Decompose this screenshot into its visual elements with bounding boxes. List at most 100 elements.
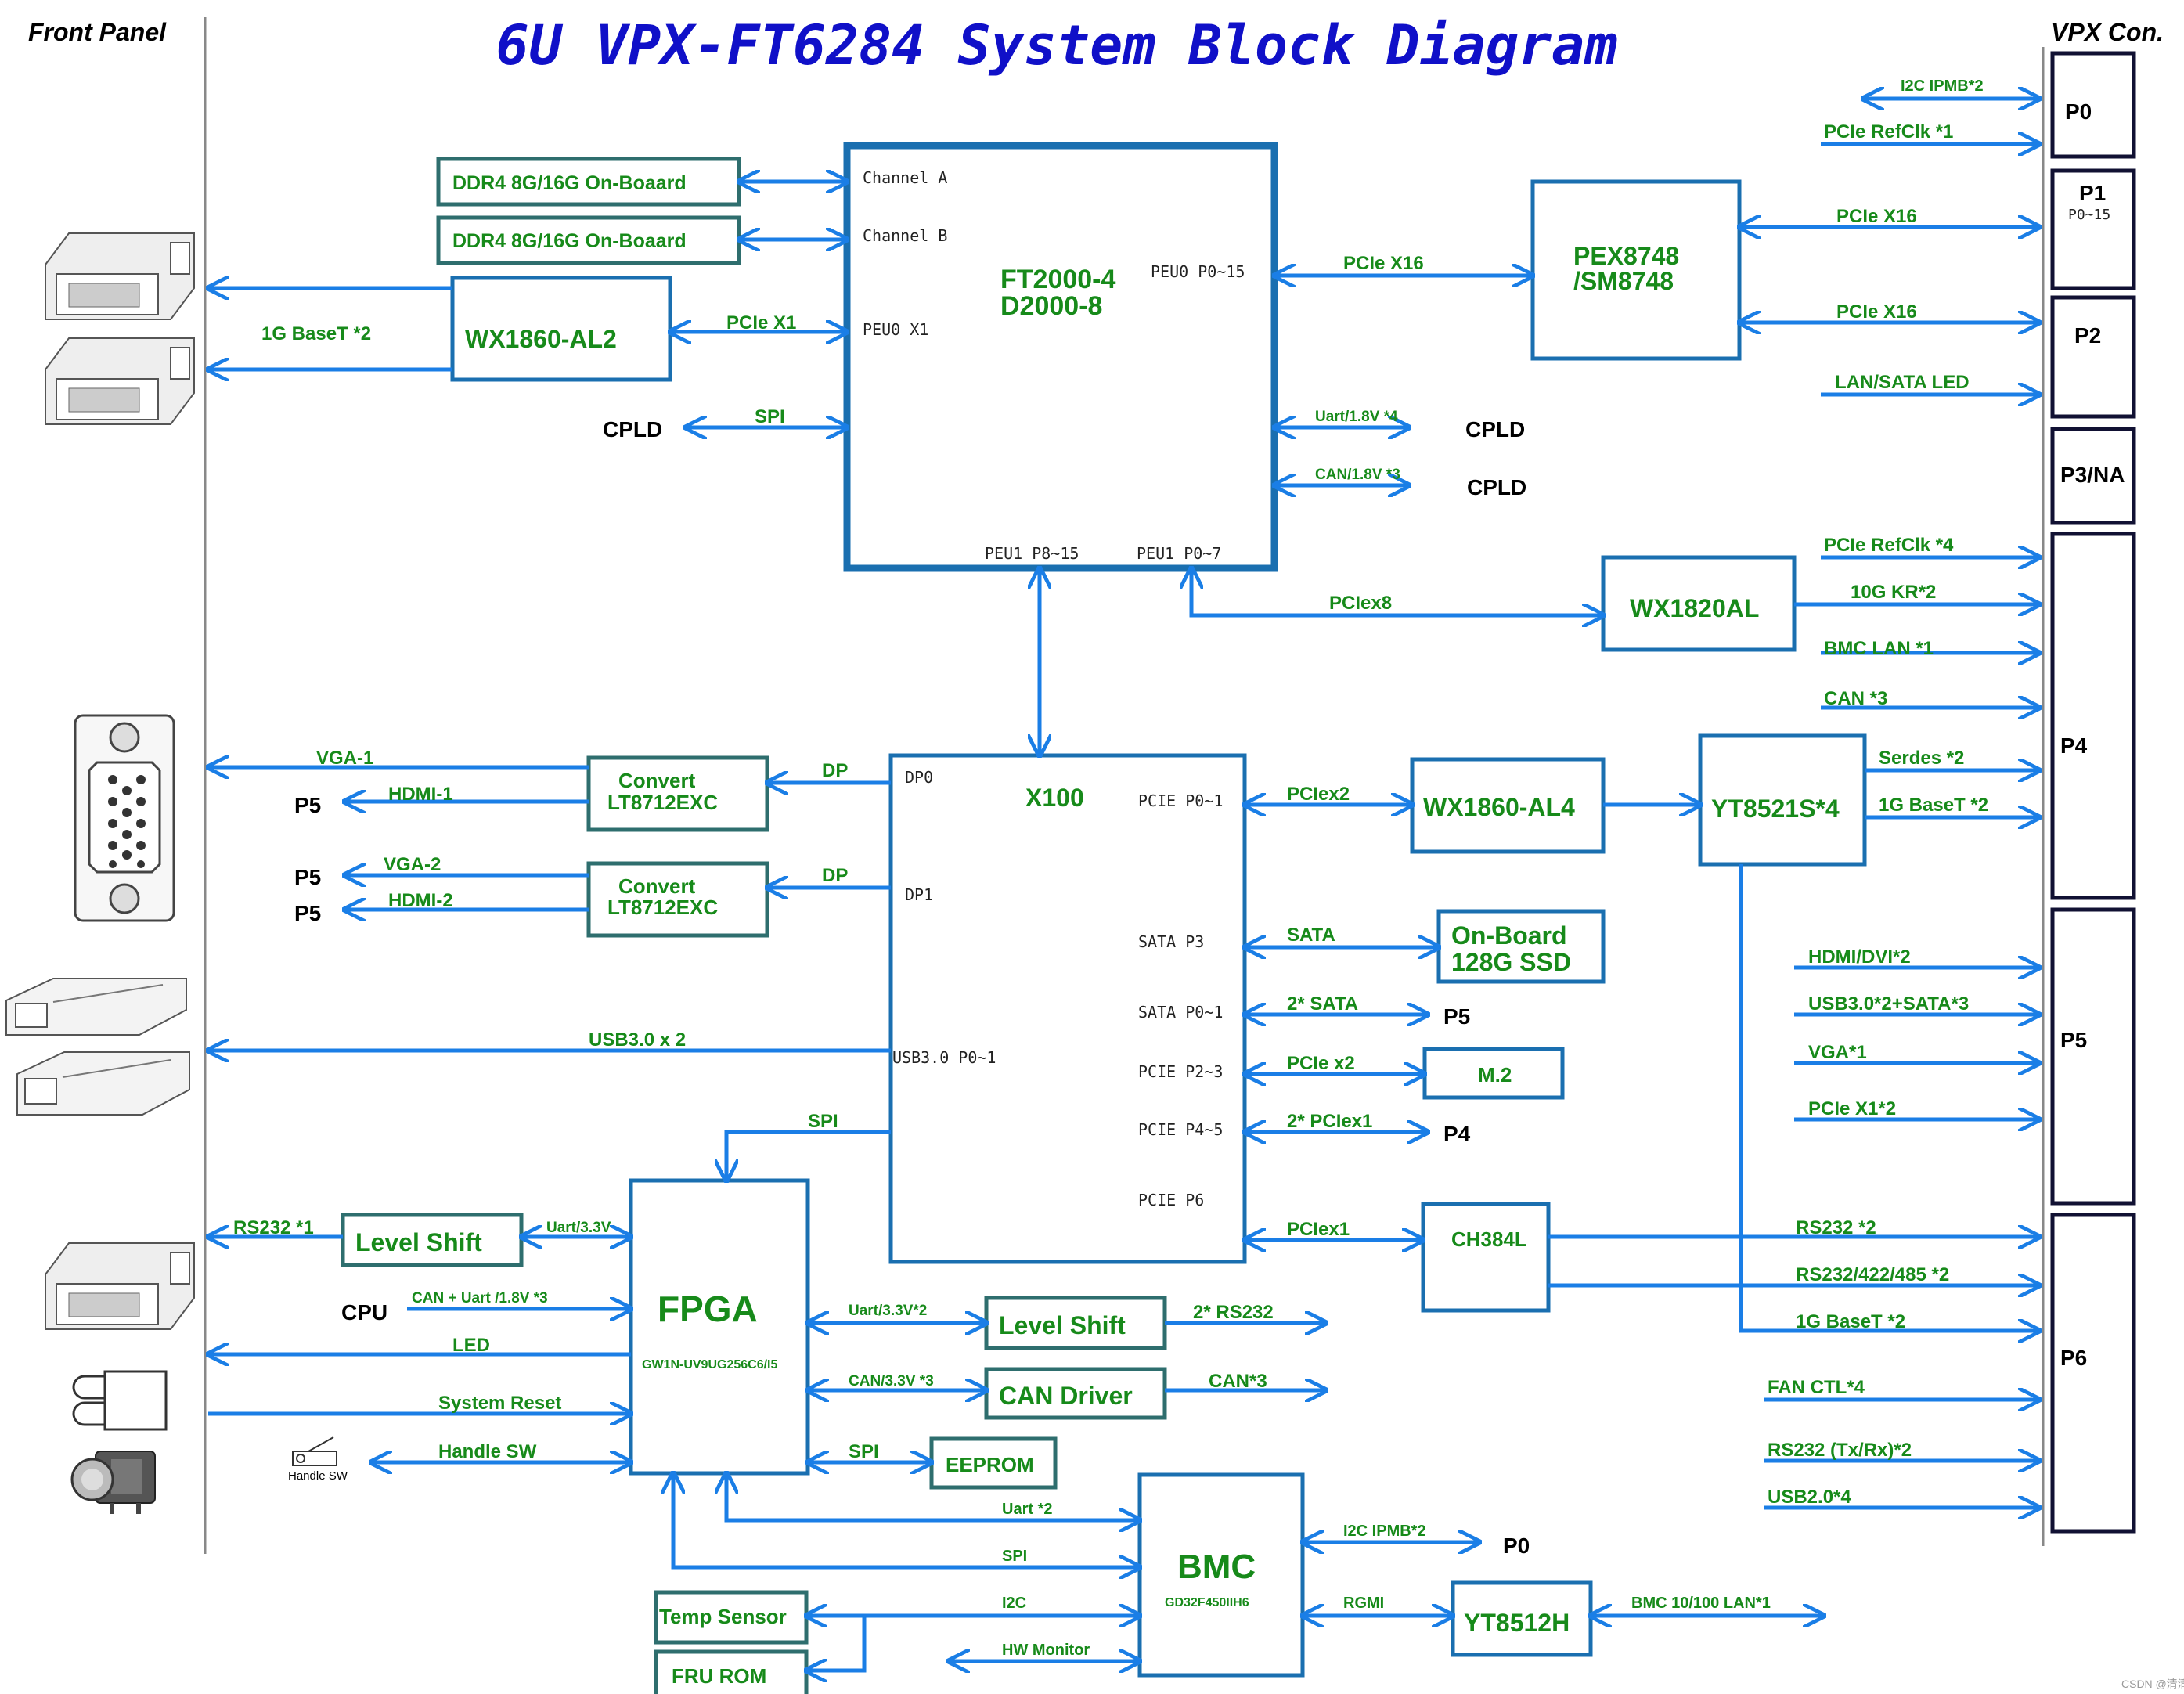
label-spi-bmc: SPI [1002, 1548, 1027, 1565]
cpu-port-channel-a: Channel A [863, 168, 947, 187]
label-sysreset: System Reset [438, 1393, 561, 1414]
label-basetx2-p6: 1G BaseT *2 [1796, 1311, 1905, 1332]
label-pcie-x1: PCIe X1 [726, 312, 796, 333]
x100-port-pcie6: PCIE P6 [1138, 1191, 1204, 1209]
label-basetx2-l: 1G BaseT *2 [261, 323, 371, 344]
x100-port-dp0: DP0 [905, 768, 933, 787]
x100-port-usb: USB3.0 P0~1 [892, 1048, 996, 1067]
label-usbsata: USB3.0*2+SATA*3 [1808, 993, 1969, 1015]
x100-port-pcie23: PCIE P2~3 [1138, 1062, 1223, 1081]
label-pciex8: PCIex8 [1329, 593, 1392, 614]
connector-p1-sublabel: P0~15 [2068, 207, 2110, 223]
cpu-port-channel-b: Channel B [863, 226, 947, 245]
sfp-cage-icon-2 [16, 1051, 190, 1116]
ssd-label: On-Board [1451, 921, 1567, 950]
connector-p5 [2050, 907, 2136, 1206]
arrow-1g-p6 [1739, 864, 2039, 1331]
label-spi-x100: SPI [808, 1111, 838, 1132]
label-p0: P0 [1503, 1534, 1530, 1558]
label-pcie-x1-2: PCIe X1*2 [1808, 1098, 1896, 1119]
label-rs232-1: RS232 *1 [233, 1217, 314, 1238]
label-serdes2: Serdes *2 [1879, 748, 1964, 769]
label-sata: SATA [1287, 924, 1335, 946]
label-pciex2: PCIex2 [1287, 784, 1350, 805]
cpu-name: FT2000-4 [1000, 265, 1115, 294]
reset-button-icon [70, 1451, 156, 1514]
label-kr2: 10G KR*2 [1851, 582, 1936, 603]
connector-p6-label: P6 [2060, 1346, 2087, 1370]
label-vga1: VGA-1 [316, 748, 373, 769]
label-vga2: VGA-2 [384, 854, 441, 875]
wx1820al-label: WX1820AL [1630, 594, 1759, 622]
ddr4-label-1: DDR4 8G/16G On-Boaard [452, 172, 687, 194]
connector-p0 [2050, 51, 2136, 159]
label-vga-1: VGA*1 [1808, 1042, 1867, 1063]
label-hdmidvi2: HDMI/DVI*2 [1808, 946, 1911, 968]
rj45-port-icon-3 [45, 1242, 195, 1330]
rj45-port-icon-2 [45, 337, 195, 425]
label-rs232-2: RS232 *2 [1796, 1217, 1876, 1238]
ch384l-block [1421, 1202, 1551, 1313]
label-pcie-x16-a: PCIe X16 [1836, 206, 1917, 227]
connector-p3-label: P3/NA [2060, 463, 2125, 487]
label-bmc-lan: BMC 10/100 LAN*1 [1631, 1595, 1771, 1612]
label-pcie-x16-b: PCIe X16 [1343, 253, 1424, 274]
cpu-port-peu1-b: PEU1 P0~7 [1137, 544, 1221, 563]
pex8748-label: PEX8748 [1573, 242, 1679, 270]
can-driver-label: CAN Driver [999, 1382, 1133, 1410]
label-uart33: Uart/3.3V [546, 1220, 611, 1236]
arrow-cpu-wx1820 [1191, 568, 1603, 615]
label-uart18: Uart/1.8V *4 [1315, 409, 1398, 425]
bmc-part: GD32F450IIH6 [1165, 1596, 1249, 1609]
label-fanctl: FAN CTL*4 [1768, 1377, 1865, 1398]
label-led: LED [452, 1335, 490, 1356]
label-sata2: 2* SATA [1287, 993, 1358, 1015]
label-bmclan1: BMC LAN *1 [1824, 638, 1934, 659]
x100-port-pcie01: PCIE P0~1 [1138, 791, 1223, 810]
label-can-uart: CAN + Uart /1.8V *3 [412, 1290, 548, 1307]
label-spi-cpld: SPI [755, 406, 785, 427]
convert-2-part: LT8712EXC [607, 896, 718, 919]
label-can3: CAN *3 [1824, 688, 1887, 709]
wx1860-al4-label: WX1860-AL4 [1423, 793, 1575, 821]
connection-arrows [208, 99, 2039, 1671]
connector-p2 [2050, 295, 2136, 419]
front-panel-label: Front Panel [28, 18, 167, 46]
vga-connector-icon [74, 714, 175, 922]
label-dp-a: DP [822, 760, 848, 781]
sfp-cage-icon-1 [5, 978, 187, 1036]
bmc-name: BMC [1177, 1548, 1256, 1586]
diagram-title: 6U VPX-FT6284 System Block Diagram [496, 13, 1618, 77]
wx1860-al2-label: WX1860-AL2 [465, 325, 617, 353]
label-usb3x2: USB3.0 x 2 [589, 1029, 686, 1051]
connector-p1-label: P1 [2079, 181, 2106, 205]
ddr4-label-2: DDR4 8G/16G On-Boaard [452, 230, 687, 252]
connector-p2-label: P2 [2074, 323, 2101, 348]
pex8748-label-2: /SM8748 [1573, 267, 1674, 295]
m2-label: M.2 [1478, 1063, 1512, 1087]
eeprom-label: EEPROM [946, 1453, 1034, 1476]
label-cpld-r2: CPLD [1467, 475, 1526, 499]
led-indicator-icon [72, 1370, 168, 1431]
watermark: CSDN @清清 [2121, 1678, 2184, 1690]
label-cpld-r1: CPLD [1465, 417, 1525, 442]
connector-p6 [2050, 1213, 2136, 1534]
label-dp-b: DP [822, 865, 848, 886]
label-p4: P4 [1443, 1122, 1471, 1146]
arrow-x100-fpga-spi [726, 1130, 891, 1180]
fpga-part: GW1N-UV9UG256C6/I5 [642, 1358, 777, 1371]
handle-switch-icon-label: Handle SW [288, 1469, 348, 1483]
x100-port-sata3: SATA P3 [1138, 932, 1204, 951]
label-handlesw: Handle SW [438, 1441, 537, 1462]
label-i2c-ipmb2-b: I2C IPMB*2 [1343, 1523, 1426, 1540]
temp-sensor-label: Temp Sensor [659, 1605, 787, 1628]
label-uart33-2: Uart/3.3V*2 [849, 1303, 927, 1319]
label-cpu: CPU [341, 1300, 387, 1325]
level-shift-2-label: Level Shift [999, 1311, 1126, 1339]
arrow-spi-bmc [673, 1473, 1140, 1567]
fru-rom-label: FRU ROM [672, 1664, 766, 1688]
x100-port-sata01: SATA P0~1 [1138, 1003, 1223, 1022]
label-rs232-2b: 2* RS232 [1193, 1302, 1274, 1323]
